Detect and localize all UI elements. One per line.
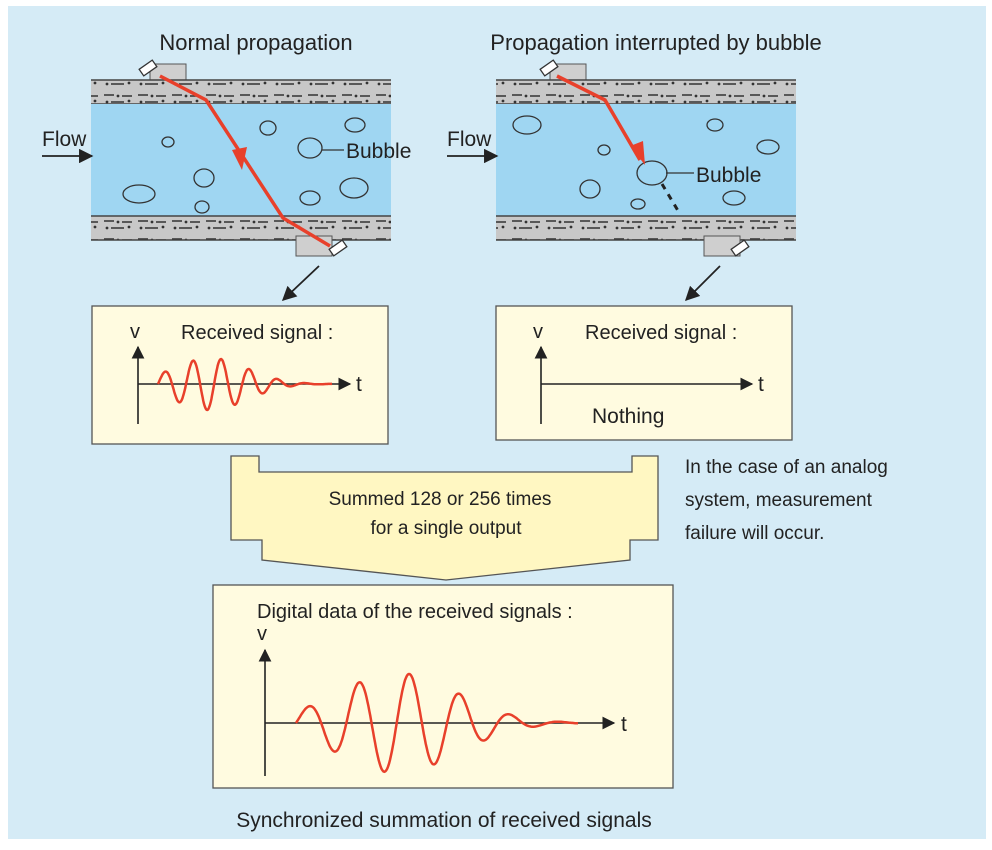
- left-receive-arrow: [281, 265, 320, 301]
- left-pipe: [91, 63, 391, 257]
- left-transducer-top: [138, 59, 158, 77]
- right-nothing-label: Nothing: [592, 405, 664, 428]
- right-receive-arrow: [684, 265, 721, 302]
- left-title: Normal propagation: [159, 30, 352, 55]
- right-transducer-bottom: [730, 239, 750, 257]
- summation-line2: for a single output: [370, 518, 522, 539]
- right-signal-title: Received signal :: [585, 322, 737, 344]
- right-transducer-top: [539, 59, 559, 77]
- digital-box-title: Digital data of the received signals :: [257, 601, 573, 623]
- right-bubbles: [512, 115, 780, 210]
- right-title: Propagation interrupted by bubble: [490, 30, 821, 55]
- right-bubble-label: Bubble: [696, 164, 761, 187]
- analog-note-line2: system, measurement: [685, 490, 873, 511]
- left-waveform: [156, 357, 332, 412]
- right-blocked-path: [660, 183, 682, 215]
- left-signal-title: Received signal :: [181, 322, 333, 344]
- summation-line1: Summed 128 or 256 times: [329, 489, 552, 510]
- digital-t-label: t: [621, 713, 627, 736]
- left-bubble-label: Bubble: [346, 140, 411, 163]
- right-signal-path: [556, 74, 642, 161]
- digital-waveform: [294, 672, 578, 774]
- analog-note-line1: In the case of an analog: [685, 457, 888, 478]
- left-flow-label: Flow: [42, 128, 87, 151]
- right-flow-label: Flow: [447, 128, 492, 151]
- right-v-label: v: [533, 321, 543, 343]
- digital-v-label: v: [257, 623, 267, 645]
- analog-note-line3: failure will occur.: [685, 523, 824, 544]
- right-signal-arrowhead: [630, 141, 645, 165]
- left-signal-arrowhead: [232, 147, 247, 170]
- right-signal-box: [495, 305, 793, 441]
- left-signal-box: [91, 305, 389, 445]
- left-bubbles: [122, 117, 369, 214]
- right-pipe: [496, 63, 796, 257]
- left-signal-path: [159, 74, 331, 248]
- left-transducer-bottom: [328, 239, 348, 257]
- left-t-label: t: [356, 373, 362, 396]
- right-t-label: t: [758, 373, 764, 396]
- caption: Synchronized summation of received signa…: [236, 809, 652, 832]
- summation-arrow: [230, 455, 659, 581]
- left-v-label: v: [130, 321, 140, 343]
- digital-data-box: [212, 584, 674, 789]
